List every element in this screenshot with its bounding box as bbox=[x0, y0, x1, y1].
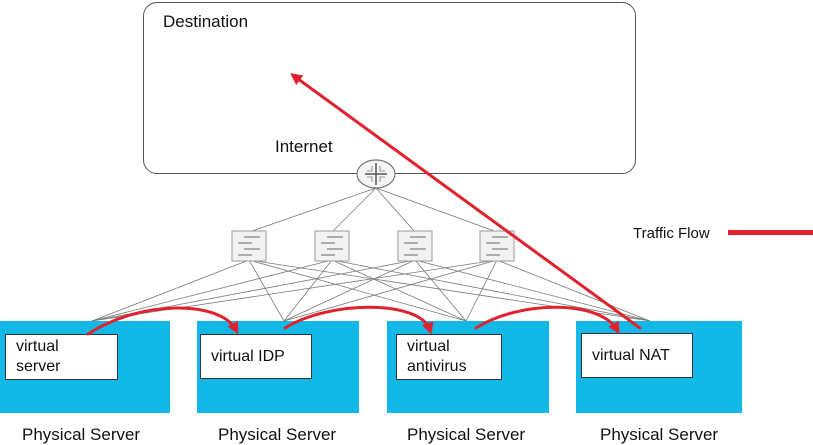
switch-server-link bbox=[331, 259, 467, 322]
vm-label-line1: virtual bbox=[16, 338, 59, 355]
vm-label-line2: antivirus bbox=[407, 358, 467, 375]
switch-icon bbox=[397, 230, 433, 262]
flow-server-to-idp bbox=[86, 306, 239, 336]
switch-server-link bbox=[283, 259, 333, 322]
switch-icon bbox=[314, 230, 350, 262]
switch-server-link bbox=[248, 259, 467, 322]
switch-server-link bbox=[465, 259, 498, 322]
switch-icon bbox=[479, 230, 515, 262]
destination-label: Destination bbox=[163, 12, 249, 31]
vm-virtual-nat: virtual NAT bbox=[581, 333, 693, 378]
flow-idp-to-antivirus bbox=[283, 305, 434, 335]
switch-server-link bbox=[91, 259, 250, 322]
vm-virtual-idp: virtual IDP bbox=[200, 334, 312, 379]
physical-server-label-1: Physical Server bbox=[22, 425, 141, 444]
vm-label-line1: virtual bbox=[407, 338, 450, 355]
switch-server-link bbox=[283, 259, 498, 322]
physical-server-label-2: Physical Server bbox=[218, 425, 337, 444]
vm-virtual-antivirus: virtual antivirus bbox=[396, 334, 502, 380]
flow-nat-to-destination bbox=[290, 73, 642, 330]
vm-virtual-server: virtual server bbox=[5, 334, 118, 380]
switch-server-link bbox=[91, 259, 333, 322]
flow-antivirus-to-nat bbox=[474, 305, 620, 335]
legend-flow-line bbox=[728, 230, 813, 235]
vm-label: virtual IDP bbox=[211, 347, 285, 365]
legend-label: Traffic Flow bbox=[633, 225, 710, 242]
switch-server-link bbox=[283, 259, 416, 322]
physical-server-label-4: Physical Server bbox=[600, 425, 719, 444]
vm-label-line2: server bbox=[16, 358, 61, 375]
switch-server-link bbox=[414, 259, 651, 322]
router-switch-link bbox=[375, 187, 416, 233]
network-links bbox=[91, 187, 651, 322]
switch-server-link bbox=[414, 259, 467, 322]
router-switch-link bbox=[375, 187, 498, 233]
router-icon bbox=[356, 159, 396, 189]
router-switch-link bbox=[331, 187, 377, 233]
switch-server-link bbox=[91, 259, 498, 322]
switch-icon bbox=[231, 230, 267, 262]
physical-server-label-3: Physical Server bbox=[407, 425, 526, 444]
switch-server-link bbox=[496, 259, 651, 322]
switch-server-link bbox=[248, 259, 285, 322]
traffic-flow bbox=[86, 73, 642, 336]
switch-server-link bbox=[331, 259, 651, 322]
internet-label: Internet bbox=[275, 137, 333, 156]
vm-label: virtual NAT bbox=[592, 346, 670, 364]
router-switch-link bbox=[248, 187, 377, 233]
